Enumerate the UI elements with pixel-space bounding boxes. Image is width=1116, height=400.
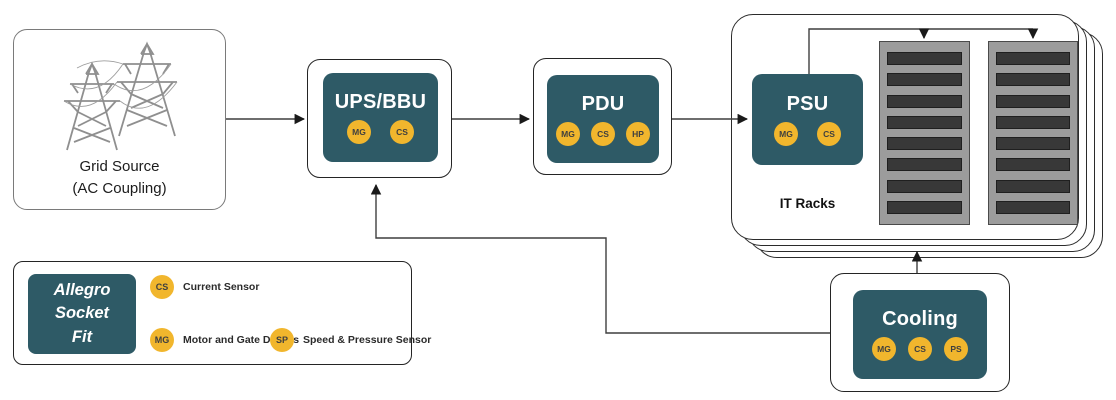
rack-slot [996,94,1070,108]
ups-bbu-box: UPS/BBU MG CS [323,73,438,162]
legend-item-current-sensor: CS Current Sensor [150,275,259,299]
cs-chip: CS [908,337,932,361]
psu-chips: MG CS [774,122,841,146]
pdu-box: PDU MG CS HP [547,75,659,163]
grid-source-node: Grid Source (AC Coupling) [13,29,226,210]
mg-chip: MG [774,122,798,146]
psu-box: PSU MG CS [752,74,863,165]
rack-slot [887,158,962,172]
legend: Allegro Socket Fit CS Current Sensor MG … [13,261,431,365]
cooling-node: Cooling MG CS PS [830,273,1010,392]
rack-slot [996,115,1070,129]
rack-slot [996,158,1070,172]
rack-slot [887,137,962,151]
server-rack-1 [879,41,970,225]
brand-line-1: Allegro [53,281,111,300]
rack-slot [887,73,962,87]
rack-slot [887,200,962,214]
sp-chip: SP [270,328,294,352]
it-racks-label: IT Racks [779,196,836,211]
legend-label-speed-pressure-sensor: Speed & Pressure Sensor [303,334,432,346]
pdu-node: PDU MG CS HP [533,58,672,175]
mg-chip: MG [872,337,896,361]
rack-slot [887,179,962,193]
pdu-title: PDU [581,92,625,115]
mg-chip: MG [347,120,371,144]
cs-chip: CS [591,121,615,146]
rack-slot [887,52,962,66]
cs-chip: CS [390,120,414,144]
grid-source-label: Grid Source (AC Coupling) [14,156,225,199]
transmission-towers-icon [63,41,178,151]
rack-slot [996,179,1070,193]
ups-bbu-chips: MG CS [347,120,414,144]
rack-slot [996,200,1070,214]
brand-line-3: Fit [71,327,93,346]
ups-bbu-title: UPS/BBU [334,91,427,113]
mg-chip: MG [556,121,580,146]
rack-slot [887,115,962,129]
brand-line-2: Socket [54,304,110,323]
legend-item-speed-pressure-sensor: SP Speed & Pressure Sensor [270,328,431,352]
server-rack-2 [988,41,1078,225]
legend-label-current-sensor: Current Sensor [183,281,260,293]
rack-slot [996,137,1070,151]
rack-slot [996,73,1070,87]
allegro-socket-fit-badge: Allegro Socket Fit [28,274,136,354]
cooling-box: Cooling MG CS PS [853,290,987,379]
ps-chip: PS [944,337,968,361]
cs-chip: CS [817,122,841,146]
psu-title: PSU [786,93,829,115]
cooling-chips: MG CS PS [872,337,968,361]
mg-chip: MG [150,328,174,352]
cooling-title: Cooling [882,308,958,330]
pdu-chips: MG CS HP [556,121,650,146]
grid-source-label-line1: Grid Source [79,158,160,176]
ups-bbu-node: UPS/BBU MG CS [307,59,452,178]
hp-chip: HP [626,121,650,146]
cs-chip: CS [150,275,174,299]
rack-slot [996,52,1070,66]
rack-slot [887,94,962,108]
grid-source-label-line2: (AC Coupling) [72,179,167,197]
